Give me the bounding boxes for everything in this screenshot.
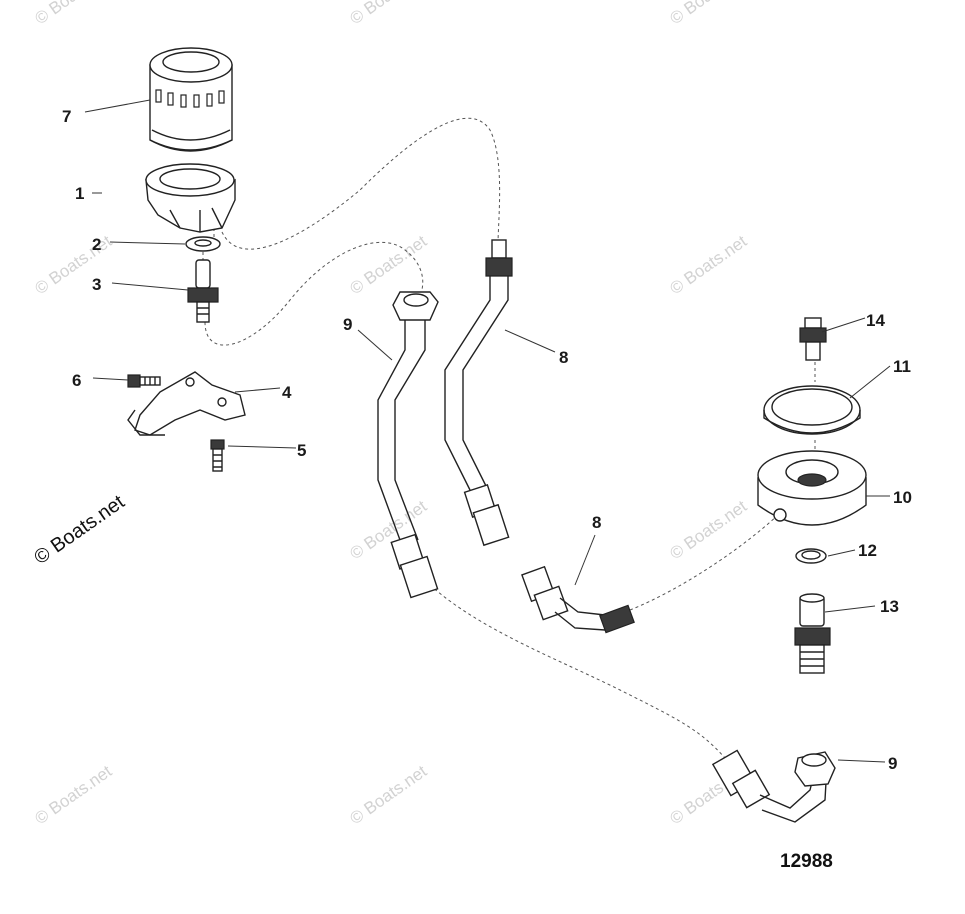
watermark: © Boats.net	[346, 0, 430, 28]
callout-11: 11	[893, 357, 911, 376]
callout-5: 5	[297, 441, 306, 460]
fitting	[187, 259, 219, 323]
callout-8b: 8	[592, 513, 601, 532]
o-ring	[795, 548, 827, 564]
watermark: © Boats.net	[666, 496, 750, 563]
watermark: © Boats.net	[666, 0, 750, 28]
leader-lines	[84, 99, 891, 763]
callout-6: 6	[72, 371, 81, 390]
callout-7: 7	[62, 107, 71, 126]
fitting-13	[794, 593, 831, 674]
watermarks: © Boats.net © Boats.net © Boats.net © Bo…	[31, 0, 750, 828]
oil-filter	[149, 47, 233, 152]
watermark: © Boats.net	[31, 0, 115, 28]
washer	[185, 236, 221, 252]
callout-9b: 9	[888, 754, 897, 773]
callout-4: 4	[282, 383, 292, 402]
watermark: © Boats.net	[346, 761, 430, 828]
diagram-id: 12988	[780, 851, 833, 872]
callout-14: 14	[866, 311, 885, 330]
callout-1: 1	[75, 184, 84, 203]
callout-2: 2	[92, 235, 101, 254]
callout-labels: 7 1 2 3 6 4 5 9 8 8 14 11 10 12 13 9	[62, 107, 912, 773]
callout-12: 12	[858, 541, 877, 560]
assembly-lines	[202, 117, 816, 759]
watermark-main: © Boats.net	[30, 491, 129, 569]
filter-adapter	[145, 163, 236, 233]
bolt	[210, 439, 225, 472]
gasket-ring	[763, 385, 861, 435]
watermark: © Boats.net	[31, 231, 115, 298]
watermark: © Boats.net	[31, 761, 115, 828]
callout-8a: 8	[559, 348, 568, 367]
callout-10: 10	[893, 488, 912, 507]
tube-upper-8	[444, 239, 513, 547]
callout-3: 3	[92, 275, 101, 294]
screw	[127, 374, 161, 388]
callout-13: 13	[880, 597, 899, 616]
callout-9a: 9	[343, 315, 352, 334]
oil-cooler	[757, 450, 867, 526]
bracket	[127, 371, 246, 436]
hose-lower-9	[711, 749, 836, 823]
fitting-14	[799, 317, 827, 361]
tube-lower-8	[521, 565, 635, 634]
watermark: © Boats.net	[666, 231, 750, 298]
hose-upper-9	[377, 291, 439, 599]
